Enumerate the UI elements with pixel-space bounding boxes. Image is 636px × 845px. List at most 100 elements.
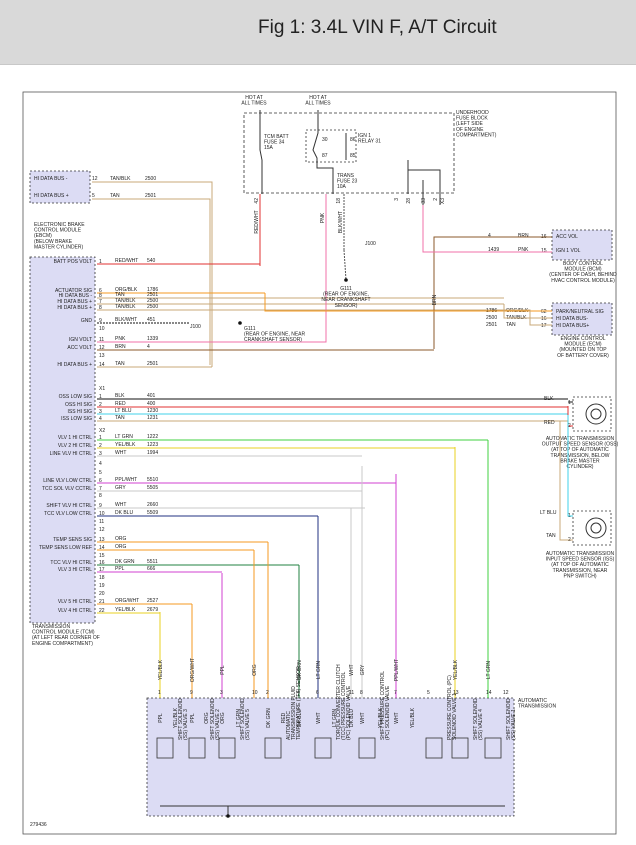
ebcm-pin-number: 12 — [92, 176, 98, 182]
wire-tan-blk-ebcm — [92, 181, 213, 367]
bcm-pin-name: ACC VOL — [556, 234, 578, 240]
tcm-wire-color: TAN — [115, 415, 125, 421]
tcm-pin-number: 18 — [99, 575, 105, 581]
j100-label: J100 — [365, 241, 376, 247]
transmission-component-label: SHIFT SOLENOID(SS) VALVE 2 — [210, 698, 221, 740]
tcm-circuit-number: 1339 — [147, 336, 158, 342]
tcm-pin-name: TEMP SENS LOW REF — [39, 545, 92, 551]
transmission-wire-color: WHT — [349, 664, 355, 675]
tcm-circuit-number: 1231 — [147, 415, 158, 421]
transmission-pin-number: 2 — [266, 690, 269, 696]
tcm-wire-color: ORG/BLK — [115, 287, 138, 293]
transmission-wire-color: PPL/WHT — [394, 659, 400, 681]
tcm-pin-name: LINE VLV LOW CTRL — [43, 478, 92, 484]
ground-point — [344, 278, 348, 282]
fuse-block-pin-label: X3 — [440, 198, 446, 204]
transmission-pin-number: 13 — [453, 690, 459, 696]
tcm-pin-number: 10 — [99, 326, 105, 332]
transmission-component-label: PRESSURE CONTROL (PC)SOLENOID VALVE 1 — [447, 675, 458, 740]
bcm-wire-color: PNK — [518, 247, 529, 253]
relay-pin-label: 85 — [350, 153, 356, 159]
tcm-circuit-number: 2679 — [147, 607, 158, 613]
tcm-pin-name: TCC VLV HI CTRL — [50, 560, 92, 566]
wire-tan-ecm — [504, 309, 552, 326]
wire-color-label: RED — [544, 420, 555, 426]
transmission-inner-wire: ORG — [204, 712, 210, 724]
tcm-pin-name: GND — [81, 318, 93, 324]
relay-wire — [312, 110, 334, 194]
tcm-pin-name: OSS LOW SIG — [59, 394, 92, 400]
tcm-pin-number: 13 — [99, 537, 105, 543]
tcm-pin-number: 11 — [99, 519, 104, 525]
bcm-wire-color: BRN — [518, 233, 529, 239]
ecm-circuit-number: 2501 — [486, 322, 497, 328]
wire-pnk-bcm — [422, 205, 552, 253]
tcm-pin-number: 15 — [99, 553, 105, 559]
ebcm-wire-color: TAN/BLK — [110, 176, 131, 182]
tcm-circuit-number: 400 — [147, 401, 156, 407]
tcm-circuit-number: 1223 — [147, 442, 158, 448]
wire-color-label: BLK/WHT — [338, 211, 344, 233]
tcm-pin-number: 2 — [99, 402, 102, 408]
ecm-circuit-number: 2500 — [486, 315, 497, 321]
tcm-wire-color: RED/WHT — [115, 258, 138, 264]
tcm-pin-number: 4 — [99, 416, 102, 422]
tcm-pin-name: TCC VLV LOW CTRL — [44, 511, 92, 517]
figure-title: Fig 1: 3.4L VIN F, A/T Circuit — [258, 17, 497, 38]
tcm-circuit-number: 5511 — [147, 559, 158, 565]
solenoid-coil — [156, 737, 174, 759]
tcm-pin-number: 9 — [99, 318, 102, 324]
tcm-circuit-number: 401 — [147, 393, 156, 399]
tcm-circuit-number: 2660 — [147, 502, 158, 508]
tcm-circuit-number: 5505 — [147, 485, 158, 491]
transmission-inner-wire: PPL — [190, 713, 196, 723]
tcm-wire-color: WHT — [115, 502, 126, 508]
tcm-pin-number: X1 — [99, 386, 105, 392]
tcm-pin-name: VLV 4 HI CTRL — [58, 608, 92, 614]
title-bar: Fig 1: 3.4L VIN F, A/T Circuit — [0, 0, 636, 65]
tcm-circuit-number: 4 — [147, 344, 150, 350]
iss-sensor-coil — [585, 517, 607, 539]
tcm-wire-color: BRN — [115, 344, 126, 350]
transmission-pin-number: 4 — [297, 690, 300, 696]
solenoid-coil — [264, 737, 282, 759]
fuse-block-pin-label: 42 — [254, 198, 260, 204]
tcm-wire-color: PNK — [115, 336, 126, 342]
tcm-pin-number: 11 — [99, 337, 104, 343]
tcm-wire-color: LT BLU — [115, 408, 132, 414]
transmission-inner-wire: YEL/BLK — [410, 707, 416, 728]
relay-pin-label: 30 — [322, 137, 328, 143]
tcm-wire-color: TAN — [115, 361, 125, 367]
tcm-wire-color: TAN/BLK — [115, 298, 136, 304]
transmission-pin-number: 11 — [349, 690, 354, 696]
ecm-box — [551, 302, 613, 336]
transmission-inner-wire: LT GRN — [236, 709, 242, 727]
transmission-pin-number: 5 — [427, 690, 430, 696]
relay-pin-label: 87 — [322, 153, 328, 159]
tcm-pin-number: 9 — [99, 503, 102, 509]
ebcm-box — [29, 170, 91, 204]
tcm-wire-color: ORG — [115, 536, 127, 542]
wire-ltblu-iss — [567, 415, 573, 517]
ecm-pin-number: 62 — [541, 309, 547, 315]
tcm-pin-number: 4 — [99, 461, 102, 467]
tcm-pin-name: VLV 3 HI CTRL — [58, 567, 92, 573]
wire-org-blk-ecm — [264, 293, 552, 312]
ebcm-circuit-number: 2500 — [145, 176, 156, 182]
tcm-wire-color: WHT — [115, 450, 126, 456]
tcm-wire-color: BLK — [115, 393, 125, 399]
transmission-pin-number: 3 — [220, 690, 223, 696]
transmission-wire-color: LT GRN — [486, 661, 492, 679]
tcm-wire-color: BLK/WHT — [115, 317, 137, 323]
ground-point-left — [238, 321, 242, 325]
oss-pin-number: 1 — [568, 400, 571, 406]
tcm-pin-name: HI DATA BUS + — [57, 305, 92, 311]
transmission-component-label: TORQUE CONVERTER CLUTCH(TCC) PRESSURE CO… — [336, 664, 352, 740]
transmission-component-label: SHIFT SOLENOID(SS) VALVE 3 — [178, 698, 189, 740]
